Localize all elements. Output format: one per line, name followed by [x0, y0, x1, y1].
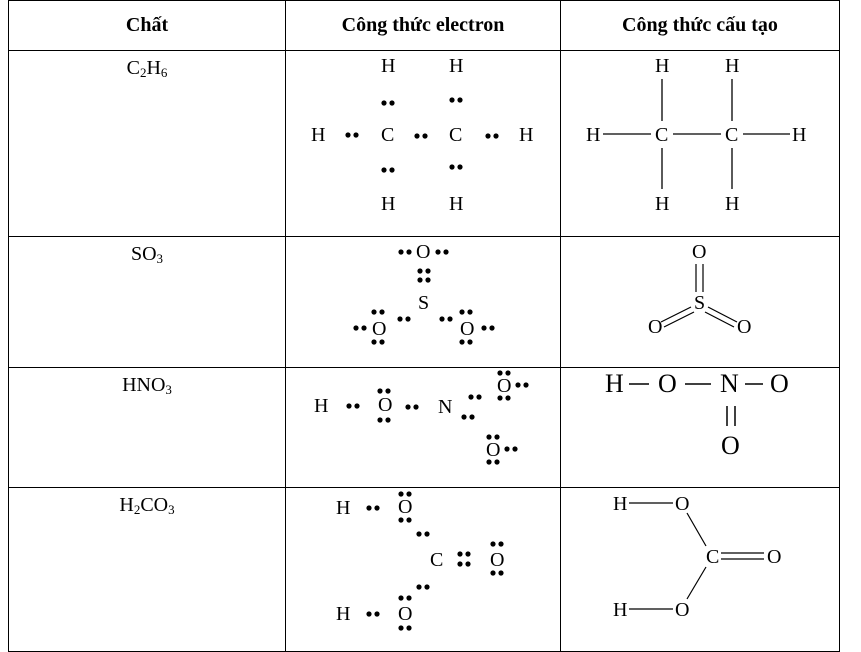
chemistry-table: Chất Công thức electron Công thức cấu tạ…: [8, 0, 840, 652]
atom-h: H: [314, 395, 328, 417]
atom-h: H: [586, 124, 600, 146]
lewis-h2co3: H O C O H O: [336, 491, 504, 631]
formula-h2co3: H2CO3: [119, 494, 175, 517]
atom-o: O: [675, 599, 689, 621]
header-row: Chất Công thức electron Công thức cấu tạ…: [8, 0, 840, 51]
atom-o: O: [497, 375, 511, 397]
electron-formula-cell: O S O O: [285, 236, 561, 368]
electron-dots: [346, 370, 529, 465]
page: Chất Công thức electron Công thức cấu tạ…: [8, 0, 840, 652]
atom-c: C: [449, 124, 462, 146]
header-electron-formula: Công thức electron: [285, 0, 561, 51]
structure-so3: O S O O: [648, 241, 751, 338]
electron-formula-cell: H O C O H O: [285, 487, 561, 652]
atom-o: O: [692, 241, 706, 263]
formula-cell: HNO3: [8, 367, 286, 488]
atom-o: O: [767, 546, 781, 568]
formula-cell: C2H6: [8, 50, 286, 237]
formula-c2h6: C2H6: [126, 57, 168, 80]
formula-hno3: HNO3: [122, 374, 172, 397]
header-substance: Chất: [8, 0, 286, 51]
atom-h: H: [381, 55, 395, 77]
bonds: [603, 79, 790, 189]
atom-o: O: [737, 316, 751, 338]
table-row: H2CO3 H O C O H O: [8, 487, 840, 652]
atom-c: C: [725, 124, 738, 146]
table-row: C2H6 H H H C C H H H: [8, 50, 840, 237]
structure-c2h6: H H H C C H H H: [586, 55, 806, 215]
atom-h: H: [381, 193, 395, 215]
atom-o: O: [675, 493, 689, 515]
atom-o: O: [398, 603, 412, 625]
atom-c: C: [706, 546, 719, 568]
atom-o: O: [460, 318, 474, 340]
lewis-so3: O S O O: [353, 241, 495, 345]
structure-h2co3: H O C O H O: [613, 493, 781, 621]
table-row: HNO3 H O N O O: [8, 367, 840, 488]
atom-s: S: [418, 292, 429, 314]
formula-cell: H2CO3: [8, 487, 286, 652]
atom-h: H: [725, 193, 739, 215]
lewis-c2h6: H H H C C H H H: [311, 55, 533, 215]
atom-c: C: [430, 549, 443, 571]
table-row: SO3 O S O O: [8, 236, 840, 368]
atom-h: H: [519, 124, 533, 146]
atom-h: H: [605, 369, 624, 398]
bonds: [629, 502, 764, 610]
atom-o: O: [372, 318, 386, 340]
formula-cell: SO3: [8, 236, 286, 368]
lewis-hno3: H O N O O: [314, 370, 529, 465]
atom-o: O: [490, 549, 504, 571]
atom-h: H: [449, 55, 463, 77]
atom-o: O: [378, 394, 392, 416]
atom-h: H: [613, 493, 627, 515]
atom-h: H: [655, 55, 669, 77]
atom-o: O: [721, 431, 740, 460]
atom-o: O: [648, 316, 662, 338]
atom-h: H: [311, 124, 325, 146]
electron-dots: [345, 97, 499, 173]
atom-h: H: [655, 193, 669, 215]
atom-n: N: [438, 396, 452, 418]
structure-hno3: H O N O O: [605, 369, 789, 460]
atom-c: C: [381, 124, 394, 146]
atom-h: H: [336, 497, 350, 519]
atom-n: N: [720, 369, 739, 398]
atom-o: O: [486, 439, 500, 461]
bonds: [660, 264, 738, 328]
electron-formula-cell: H O N O O: [285, 367, 561, 488]
atom-o: O: [398, 496, 412, 518]
atom-h: H: [725, 55, 739, 77]
atom-h: H: [792, 124, 806, 146]
atom-c: C: [655, 124, 668, 146]
structural-formula-cell: H H H C C H H H: [560, 50, 840, 237]
atom-s: S: [694, 292, 705, 314]
atom-h: H: [613, 599, 627, 621]
structural-formula-cell: H O N O O: [560, 367, 840, 488]
structural-formula-cell: O S O O: [560, 236, 840, 368]
atom-o: O: [416, 241, 430, 263]
formula-so3: SO3: [130, 243, 164, 266]
electron-dots: [353, 249, 495, 345]
electron-formula-cell: H H H C C H H H: [285, 50, 561, 237]
atom-h: H: [336, 603, 350, 625]
atom-o: O: [770, 369, 789, 398]
electron-dots: [366, 491, 504, 631]
atom-h: H: [449, 193, 463, 215]
bonds: [629, 383, 763, 426]
atom-o: O: [658, 369, 677, 398]
header-structural-formula: Công thức cấu tạo: [560, 0, 840, 51]
